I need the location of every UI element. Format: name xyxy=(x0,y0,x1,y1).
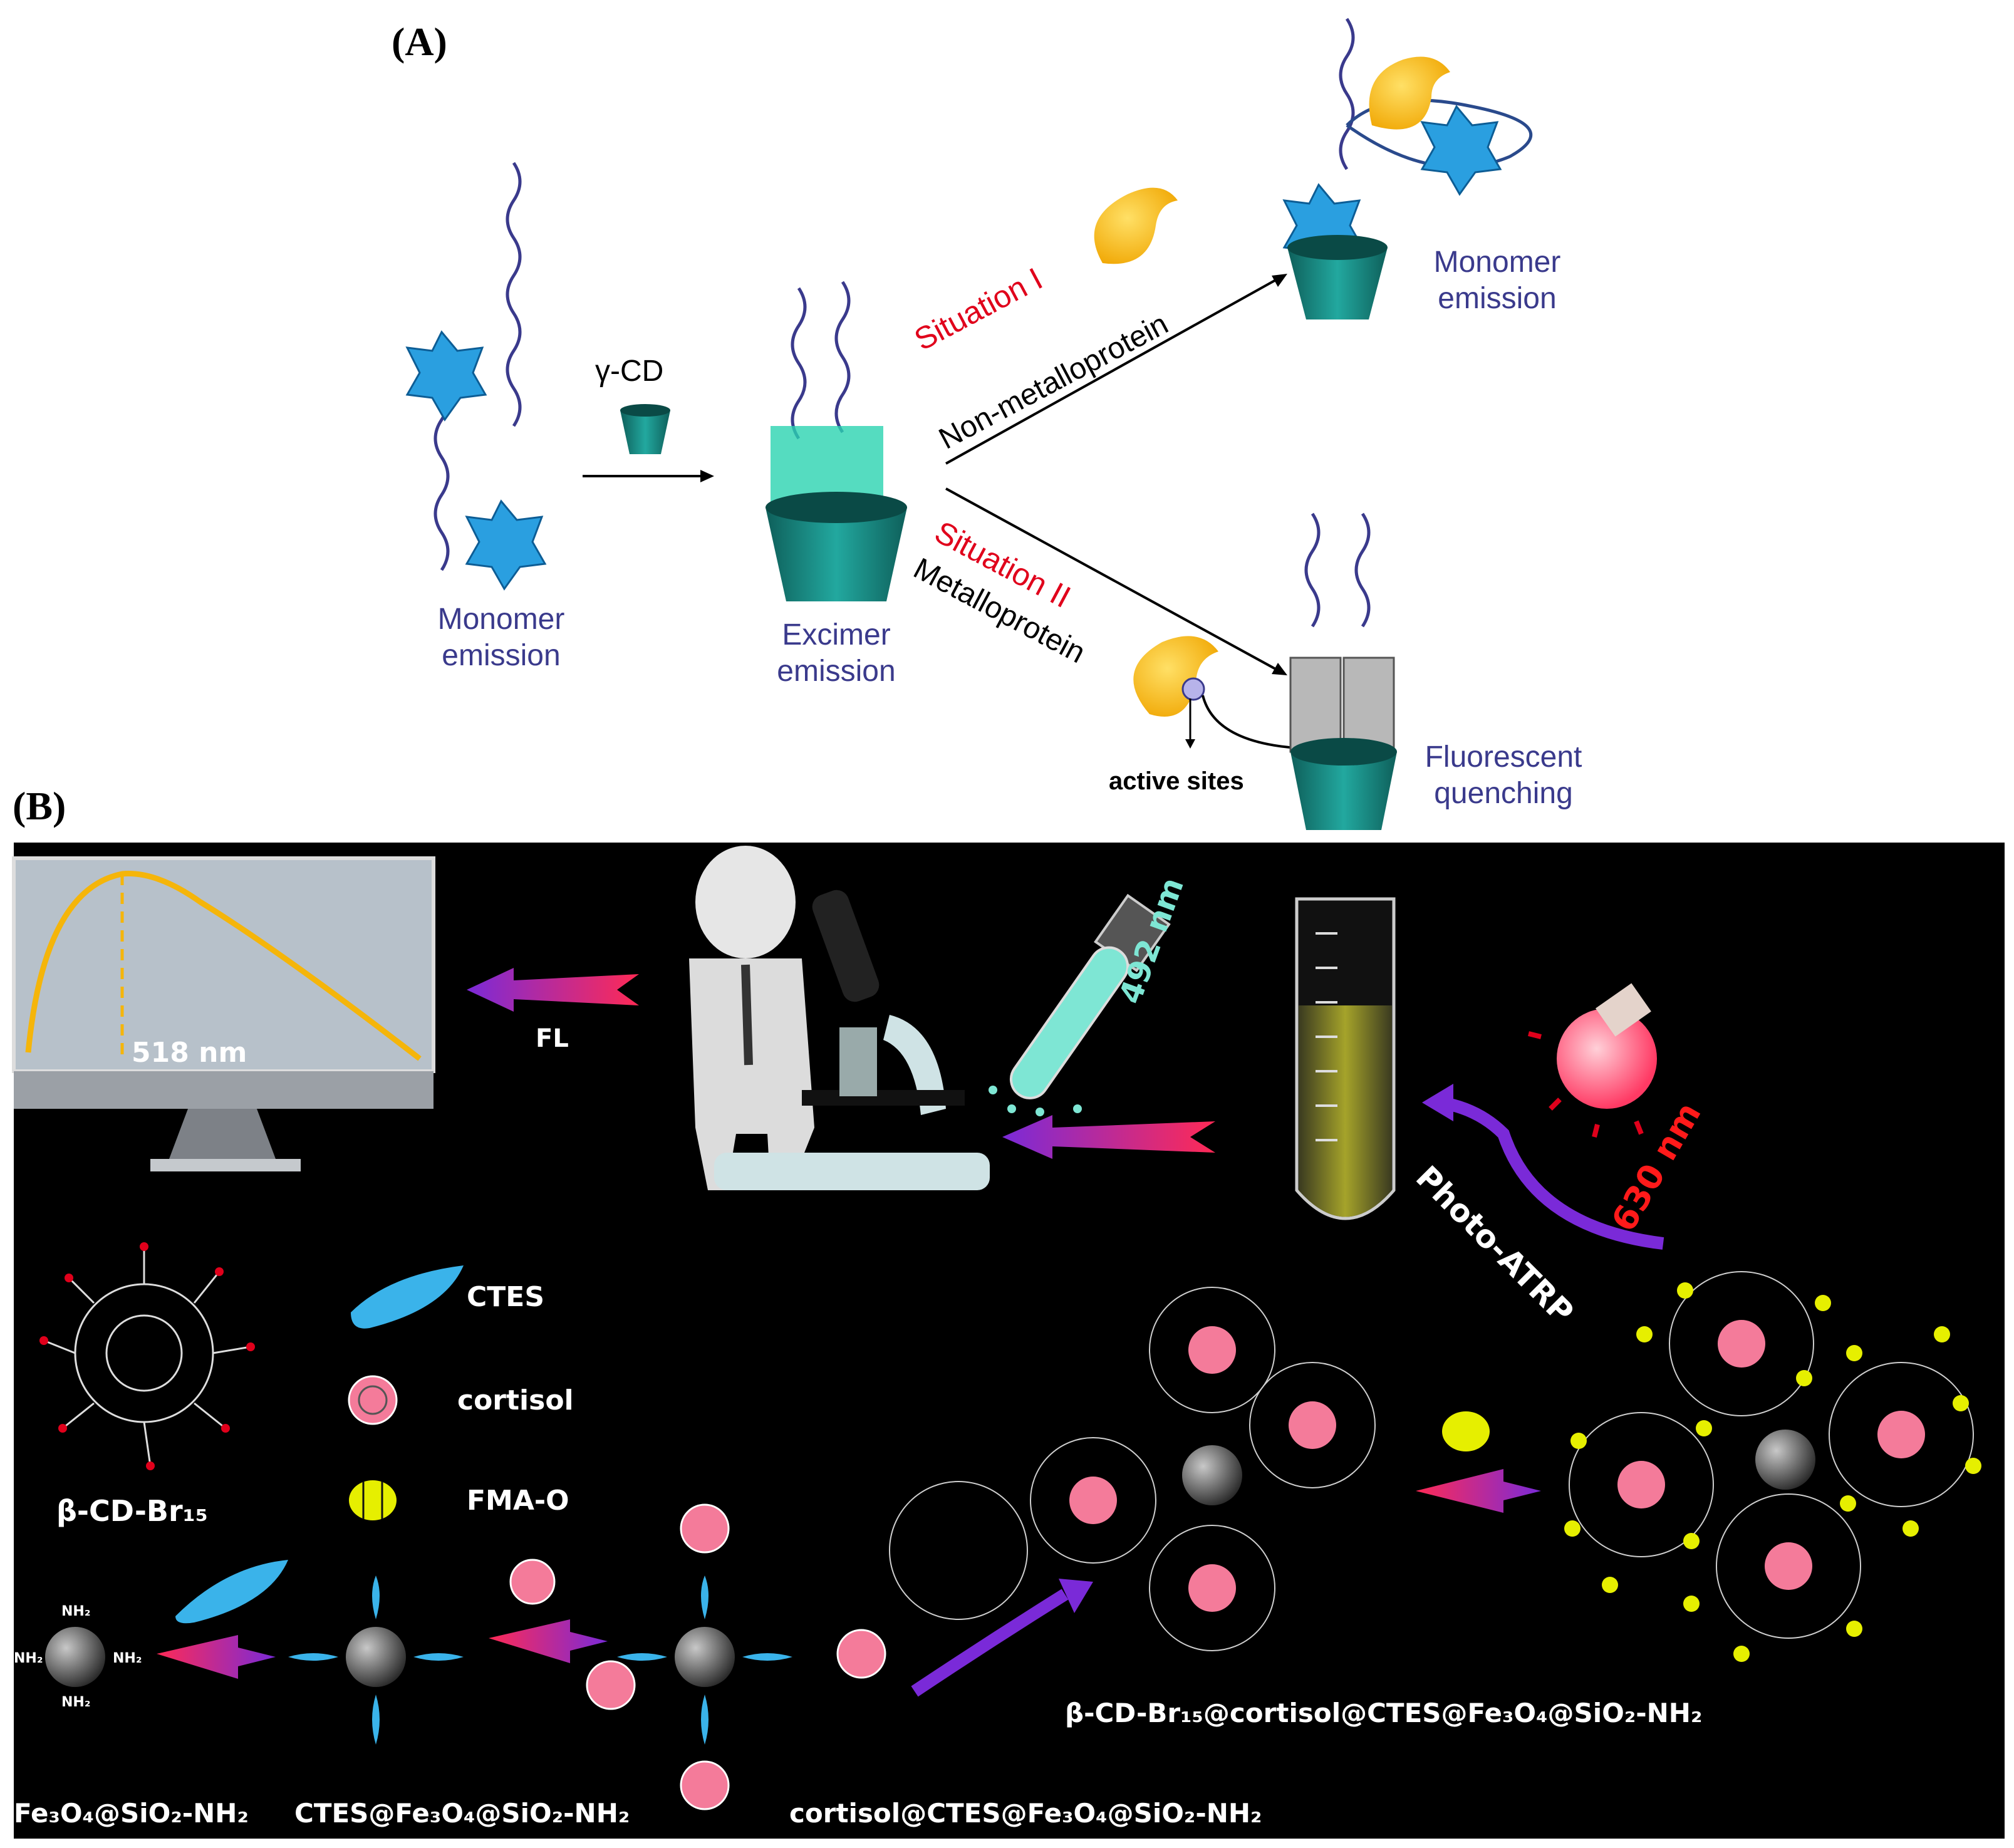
nh2-label: NH₂ xyxy=(61,1604,91,1619)
red-bulb-icon xyxy=(1528,983,1657,1138)
step-arrow-2 xyxy=(489,1619,608,1663)
fma-icon-legend xyxy=(349,1480,397,1520)
step-arrow-4 xyxy=(1416,1469,1541,1513)
monomer-complex-right xyxy=(1282,18,1533,319)
beta-cd-br-structure xyxy=(43,1247,251,1466)
active-sites-label: active sites xyxy=(1109,767,1244,795)
cortisol-icon-legend xyxy=(348,1375,398,1425)
monomer-probes-left xyxy=(405,162,547,591)
legend-ctes: CTES xyxy=(467,1281,545,1313)
excitation-arrow xyxy=(1002,1115,1215,1159)
legend-cortisol: cortisol xyxy=(457,1384,574,1416)
test-tube-icon xyxy=(1295,897,1396,1220)
fe3o4-core-1 xyxy=(45,1627,105,1687)
cd-decorated-particle xyxy=(889,1287,1376,1651)
cortisol-icon xyxy=(509,1559,556,1605)
stage-2-label: CTES@Fe₃O₄@SiO₂-NH₂ xyxy=(294,1798,630,1829)
quenched-complex xyxy=(1289,512,1397,830)
uv-lamp-icon xyxy=(1009,893,1171,1099)
pyrene-icon xyxy=(405,330,487,422)
protein-icon xyxy=(1094,187,1178,264)
metalloprotein-icon xyxy=(1133,636,1310,750)
nh2-label: NH₂ xyxy=(14,1651,43,1666)
pyrene-icon xyxy=(465,499,547,591)
fe3o4-core-3 xyxy=(586,1503,886,1810)
label-line: Monomer xyxy=(1433,246,1561,279)
nh2-label: NH₂ xyxy=(61,1695,91,1710)
ctes-icon xyxy=(351,1265,464,1329)
stage-3-label: cortisol@CTES@Fe₃O₄@SiO₂-NH₂ xyxy=(789,1798,1262,1829)
fl-arrow xyxy=(467,968,639,1012)
final-particle xyxy=(1564,1271,1981,1662)
label-line: Excimer xyxy=(782,618,891,651)
step-arrow-1 xyxy=(157,1635,276,1679)
gamma-cd-icon xyxy=(620,404,670,454)
gamma-cd-label: γ-CD xyxy=(595,355,664,388)
label-line: Monomer xyxy=(437,603,565,636)
label-line: quenching xyxy=(1434,777,1573,810)
uv-dots xyxy=(989,1086,1082,1116)
label-line: emission xyxy=(777,655,896,688)
fma-icon xyxy=(1442,1411,1490,1451)
panel-a-graphics xyxy=(405,18,1533,830)
monitor-icon xyxy=(12,856,435,1171)
peak-label: 518 nm xyxy=(132,1037,247,1069)
fl-label: FL xyxy=(536,1024,569,1053)
nh2-label: NH₂ xyxy=(113,1651,142,1666)
excimer-emission: Excimer emission xyxy=(742,617,930,690)
monomer-emission-right: Monomer emission xyxy=(1403,244,1591,317)
label-line: Fluorescent xyxy=(1425,740,1582,774)
fluorescent-quenching: Fluorescent quenching xyxy=(1403,739,1604,812)
fe3o4-core-2 xyxy=(288,1575,464,1745)
microscope-icon xyxy=(714,890,990,1190)
monomer-emission-left: Monomer emission xyxy=(407,601,595,674)
label-line: emission xyxy=(1438,282,1557,315)
pyrene-icon xyxy=(1420,105,1502,196)
excimer-complex xyxy=(766,281,907,601)
legend-fma: FMA-O xyxy=(467,1485,569,1517)
photo-atrp-arrow xyxy=(1440,1096,1664,1250)
step-arrow-3 xyxy=(911,1589,1069,1697)
stage-4-label: β-CD-Br₁₅@cortisol@CTES@Fe₃O₄@SiO₂-NH₂ xyxy=(1065,1698,1703,1728)
panel-b-label: (B) xyxy=(13,784,66,828)
spectrum-curve xyxy=(25,871,422,1061)
scientist-icon xyxy=(689,846,814,1190)
panel-a-label: (A) xyxy=(392,19,447,64)
legend-cd-br: β-CD-Br₁₅ xyxy=(56,1494,208,1528)
label-line: emission xyxy=(442,639,561,672)
stage-1-label: Fe₃O₄@SiO₂-NH₂ xyxy=(14,1798,249,1829)
